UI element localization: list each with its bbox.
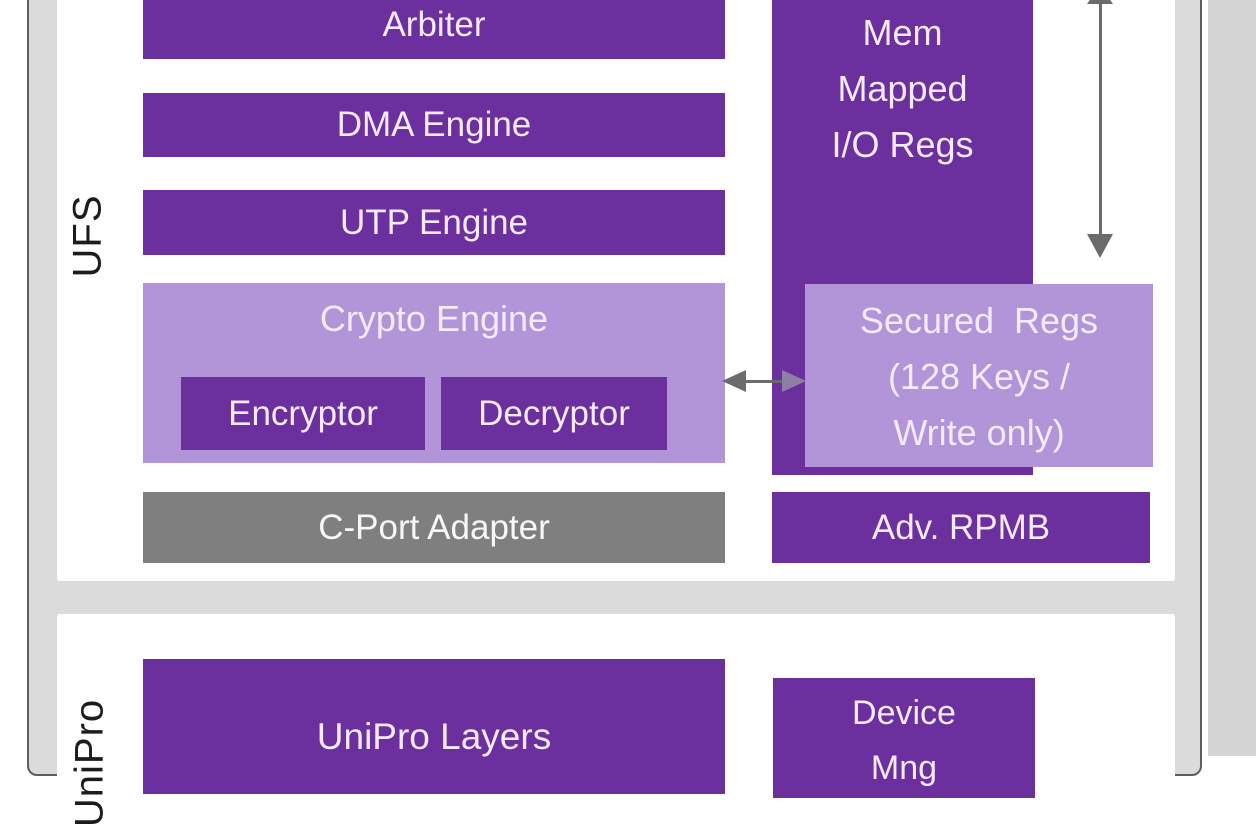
mem-mapped-line3: I/O Regs — [831, 124, 974, 165]
dma-engine-label: DMA Engine — [336, 105, 532, 144]
encryptor-block: Encryptor — [181, 377, 425, 450]
arrow-down-head — [1087, 234, 1113, 258]
mem-mapped-line1: Mem — [862, 12, 943, 53]
device-mng-text: Device Mng — [773, 686, 1035, 796]
unipro-layers-block: UniPro Layers — [143, 659, 725, 794]
secured-regs-line1: Secured Regs — [859, 300, 1099, 341]
unipro-layers-label: UniPro Layers — [316, 716, 552, 757]
secured-regs-line2: (128 Keys / — [887, 356, 1071, 397]
dma-engine-block: DMA Engine — [143, 93, 725, 157]
secured-regs-block: Secured Regs (128 Keys / Write only) — [805, 284, 1153, 467]
adv-rpmb-label: Adv. RPMB — [871, 507, 1051, 547]
decryptor-block: Decryptor — [441, 377, 667, 450]
ufs-side-label: UFS — [65, 194, 110, 278]
utp-engine-block: UTP Engine — [143, 190, 725, 255]
mem-mapped-io-regs-text: Mem Mapped I/O Regs — [772, 5, 1033, 173]
secured-regs-line3: Write only) — [893, 412, 1065, 453]
arbiter-block: Arbiter — [143, 0, 725, 59]
ufs-architecture-diagram: { "diagram": { "ufs_section": { "side_la… — [27, 0, 1256, 827]
decryptor-label: Decryptor — [478, 393, 630, 433]
cport-adapter-block: C-Port Adapter — [143, 492, 725, 563]
arrow-shaft-horizontal — [744, 380, 784, 383]
device-mng-block: Device Mng — [773, 678, 1035, 798]
device-mng-line1: Device — [852, 694, 956, 732]
arbiter-label: Arbiter — [382, 4, 486, 44]
utp-engine-label: UTP Engine — [339, 202, 529, 242]
arrow-right-head — [782, 370, 806, 392]
cport-adapter-label: C-Port Adapter — [318, 507, 550, 547]
device-mng-line2: Mng — [870, 749, 938, 787]
right-background-strip — [1208, 0, 1256, 756]
mem-mapped-line2: Mapped — [837, 68, 968, 109]
unipro-side-label: UniPro — [67, 698, 112, 827]
secured-regs-text: Secured Regs (128 Keys / Write only) — [805, 293, 1153, 461]
arrow-left-head — [722, 370, 746, 392]
arrow-shaft-vertical — [1099, 2, 1102, 234]
encryptor-label: Encryptor — [228, 393, 378, 433]
crypto-engine-label: Crypto Engine — [319, 298, 549, 339]
adv-rpmb-block: Adv. RPMB — [772, 492, 1150, 563]
